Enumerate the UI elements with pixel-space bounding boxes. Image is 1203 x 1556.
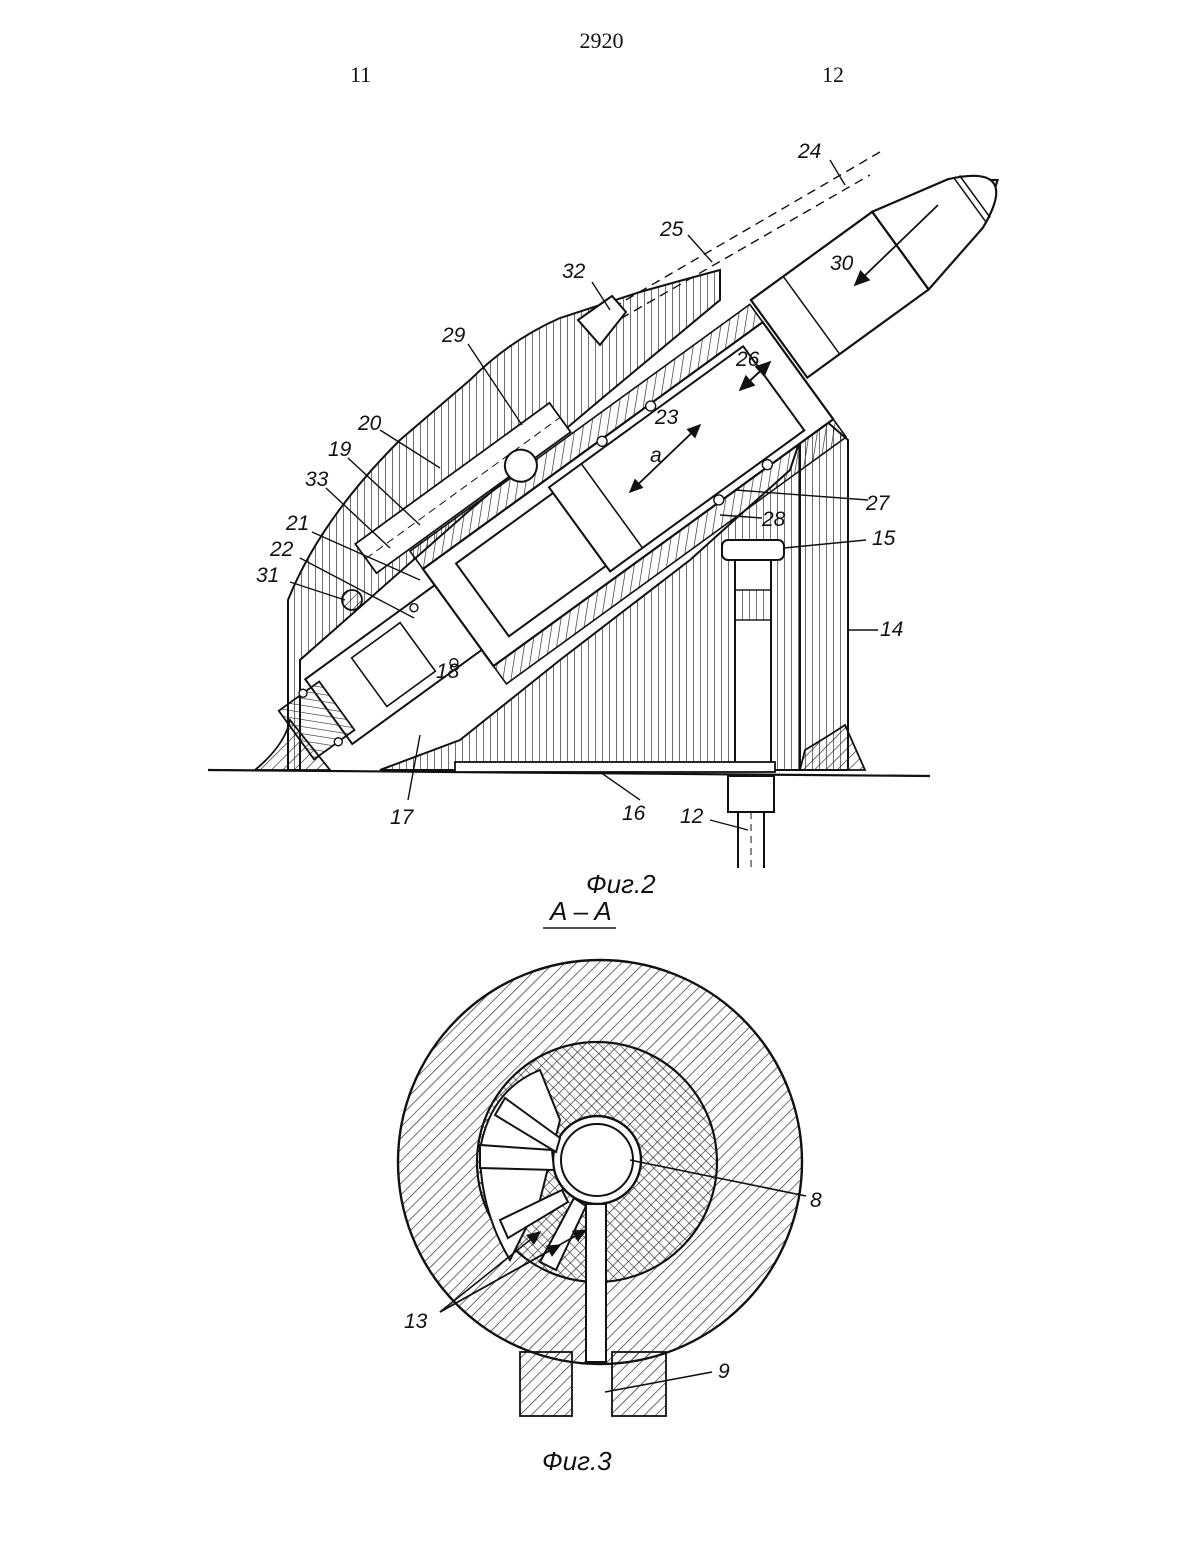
label-31: 31 [256,564,279,587]
label-13: 13 [404,1310,428,1333]
figure-3-caption: Фиг.3 [542,1446,612,1476]
label-a: a [650,444,662,467]
label-22: 22 [269,538,294,561]
label-24: 24 [797,140,821,163]
section-label: A – A [548,896,612,926]
label-15: 15 [872,527,896,550]
label-25: 25 [659,218,684,241]
figure-2-caption: Фиг.2 [586,869,656,899]
label-27: 27 [865,492,891,515]
label-26: 26 [735,348,760,371]
label-21: 21 [285,512,309,535]
label-14: 14 [880,618,903,641]
figure-3-drawing [398,960,802,1416]
label-8: 8 [810,1189,822,1212]
label-20: 20 [357,412,382,435]
label-19: 19 [328,438,352,461]
label-28: 28 [761,508,786,531]
label-30: 30 [830,252,854,275]
label-12: 12 [680,805,704,828]
label-18: 18 [436,660,460,683]
label-9: 9 [718,1360,730,1383]
figure-2-drawing [208,141,1026,868]
label-16: 16 [622,802,646,825]
label-23: 23 [654,406,679,429]
label-29: 29 [441,324,466,347]
label-17: 17 [390,806,415,829]
label-32: 32 [562,260,586,283]
label-33: 33 [305,468,329,491]
